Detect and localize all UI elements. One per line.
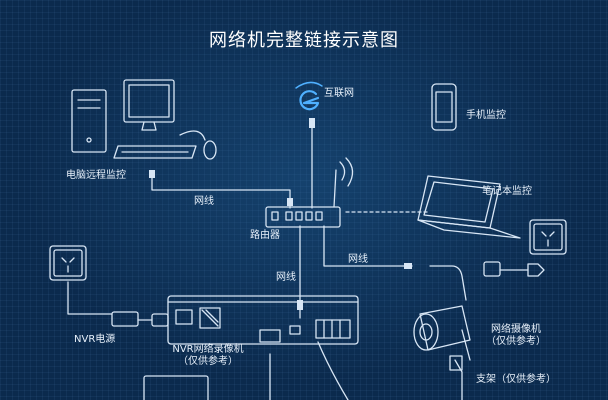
label-phone-monitor: 手机监控 (466, 110, 506, 121)
label-cable-left: 网线 (194, 196, 214, 207)
diagram-title: 网络机完整链接示意图 (209, 30, 399, 51)
power-outlet-icon (49, 245, 87, 281)
smartphone-icon (431, 83, 457, 131)
monitor-icon (143, 375, 209, 400)
cable-nvr-mouse (317, 341, 349, 400)
power-adapter-icon (111, 261, 545, 327)
power-outlet-icon (529, 219, 567, 255)
nvr-recorder-icon (167, 295, 359, 345)
label-nvr: NVR网络录像机 （仅供参考） (164, 344, 252, 368)
label-pc-monitor: 电脑远程监控 (66, 170, 126, 181)
connection-lines (67, 127, 529, 400)
label-laptop-monitor: 笔记本监控 (482, 186, 532, 197)
label-router: 路由器 (250, 230, 280, 241)
label-nvr-line1: NVR网络录像机 (172, 344, 244, 355)
label-bracket: 支架（仅供参考） (476, 374, 556, 385)
label-nvr-line2: （仅供参考） (178, 356, 238, 367)
desktop-computer-icon (71, 79, 217, 160)
cable-camera-adapter (429, 265, 467, 301)
cable-pc-router (151, 177, 291, 209)
label-cable-right: 网线 (348, 254, 368, 265)
cable-outlet-nvr (67, 281, 113, 315)
label-internet: 互联网 (324, 88, 354, 99)
connector-dots (149, 118, 412, 310)
internet-explorer-icon (295, 81, 323, 111)
label-camera-line1: 网络摄像机 (491, 324, 541, 335)
router-icon (265, 157, 354, 228)
cable-router-camera (323, 225, 413, 267)
label-cable-middle: 网线 (276, 272, 296, 283)
label-camera: 网络摄像机 （仅供参考） (474, 324, 558, 348)
laptop-icon (417, 175, 521, 239)
cable-camera-bracket (454, 359, 463, 400)
cable-mouse-pc (179, 130, 206, 141)
bullet-camera-icon (413, 305, 471, 371)
label-nvr-power: NVR电源 (74, 334, 116, 345)
label-camera-line2: （仅供参考） (486, 336, 546, 347)
